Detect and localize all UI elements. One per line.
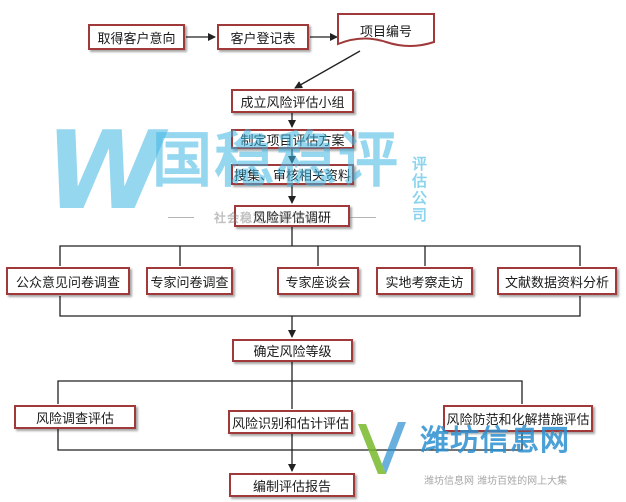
box-form-team: 成立风险评估小组 [231,89,354,113]
box-collect-review: 搜集、审核相关资料 [231,164,354,185]
box-public-survey: 公众意见问卷调查 [6,267,130,295]
box-register: 客户登记表 [217,24,309,50]
box-determine-level: 确定风险等级 [232,339,353,362]
box-risk-research: 风险评估调研 [234,205,350,227]
box-field-visit: 实地考察走访 [376,267,473,295]
box-identify-estimate: 风险识别和估计评估 [228,410,353,434]
line-branch-top-1 [59,245,581,266]
box-project-number: 项目编号 [359,24,412,40]
arrow-number-to-team [294,50,361,89]
box-write-report: 编制评估报告 [229,473,355,497]
line-merge-bottom-2 [57,428,523,451]
line-merge-bottom-1 [59,296,581,317]
box-prevent-resolve: 风险防范和化解措施评估 [443,405,593,432]
box-literature-analysis: 文献数据资料分析 [497,267,617,295]
box-expert-forum: 专家座谈会 [277,267,359,295]
line-branch-top-2 [57,380,523,404]
document-shape [337,13,435,47]
box-get-intent: 取得客户意向 [88,24,185,50]
box-make-plan: 制定项目评估方案 [231,129,354,149]
box-expert-survey: 专家问卷调查 [146,267,233,295]
box-survey-assessment: 风险调查评估 [14,405,136,429]
